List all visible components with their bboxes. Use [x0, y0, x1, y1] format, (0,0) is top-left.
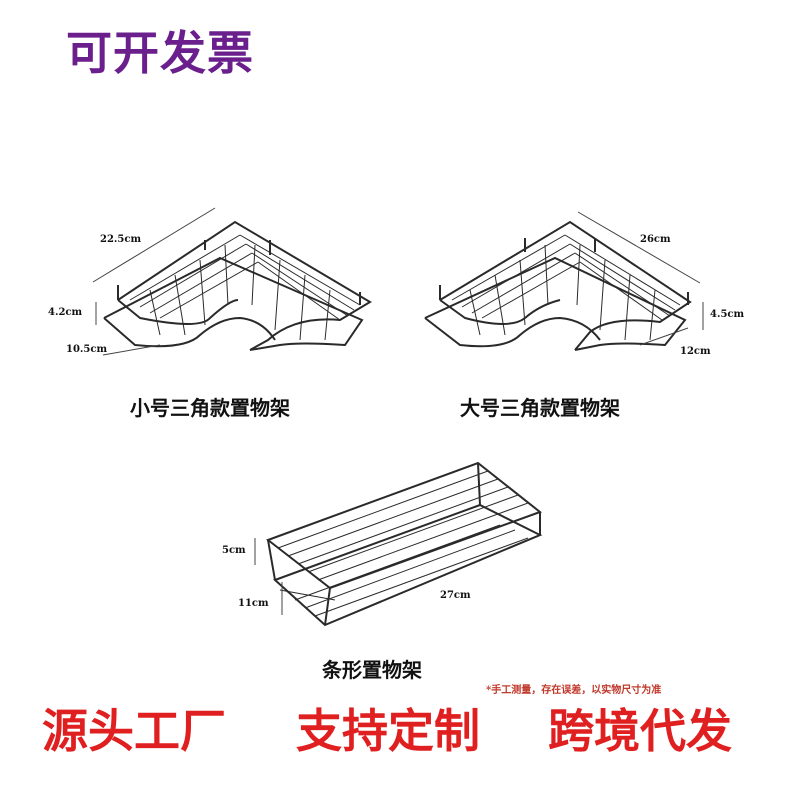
large-rack-height-label: 4.5cm: [710, 309, 745, 320]
corner-rack-small-icon: [103, 220, 372, 351]
measurement-note: *手工测量，存在误差，以实物尺寸为准: [486, 685, 662, 696]
small-rack-caption: 小号三角款置物架: [130, 396, 290, 420]
dimension-lines-small: [92, 207, 216, 356]
dimension-lines-strip: [254, 538, 283, 615]
banner-dropship: 跨境代发: [548, 704, 732, 758]
small-rack-width-label: 22.5cm: [100, 234, 142, 245]
banner-factory: 源头工厂: [42, 704, 226, 758]
large-rack-caption: 大号三角款置物架: [460, 396, 620, 420]
large-rack-depth-label: 12cm: [680, 346, 711, 357]
small-rack-depth-label: 10.5cm: [66, 344, 108, 355]
strip-rack-height-label: 5cm: [222, 545, 246, 556]
invoice-headline: 可开发票: [66, 26, 254, 80]
strip-rack-grid: [277, 470, 529, 617]
corner-rack-large-grid: [451, 234, 681, 341]
banner-customization: 支持定制: [296, 704, 480, 758]
corner-rack-small-grid: [129, 234, 361, 341]
strip-rack-length-label: 27cm: [440, 590, 471, 601]
large-rack-width-label: 26cm: [640, 234, 671, 245]
small-rack-height-label: 4.2cm: [48, 307, 83, 318]
dimension-lines-large: [577, 211, 704, 346]
strip-rack-caption: 条形置物架: [322, 658, 422, 682]
strip-rack-depth-label: 11cm: [238, 598, 269, 609]
strip-rack-icon: [265, 461, 543, 627]
